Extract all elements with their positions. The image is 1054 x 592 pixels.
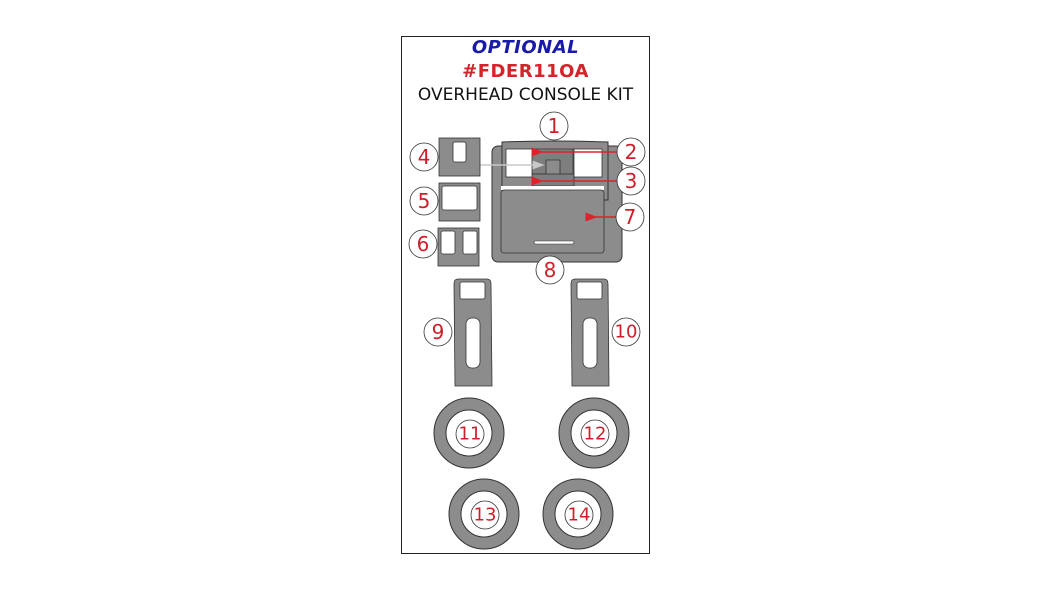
callout-circle-12 — [580, 419, 610, 449]
callout-label-11: 11 — [459, 424, 482, 445]
callout-circle-7 — [615, 202, 645, 232]
callout-circle-11 — [455, 419, 485, 449]
callout-circle-5 — [409, 186, 439, 216]
callout-label-13: 13 — [474, 505, 497, 526]
overhead-console — [491, 140, 623, 263]
callout-label-2: 2 — [625, 140, 638, 164]
kit-name: OVERHEAD CONSOLE KIT — [417, 85, 634, 105]
callout-circle-4 — [409, 142, 439, 172]
callout-label-1: 1 — [548, 114, 561, 138]
callout-circle-3 — [616, 166, 646, 196]
part-4-bezel — [438, 137, 481, 177]
part-6-bezel — [437, 227, 480, 267]
optional-label: OPTIONAL — [471, 37, 580, 58]
callout-label-3: 3 — [625, 169, 638, 193]
callout-circle-8 — [535, 255, 565, 285]
callout-label-10: 10 — [615, 322, 638, 343]
callout-label-6: 6 — [417, 232, 430, 256]
part-number: #FDER11OA — [462, 61, 589, 82]
callout-label-12: 12 — [584, 424, 607, 445]
callout-label-4: 4 — [418, 145, 431, 169]
part-9-door-pull — [453, 278, 493, 387]
callout-circle-6 — [408, 229, 438, 259]
callout-circle-10 — [611, 317, 641, 347]
callout-circle-2 — [616, 137, 646, 167]
callout-circle-13 — [470, 500, 500, 530]
callout-circle-1 — [539, 111, 569, 141]
callout-circle-14 — [564, 500, 594, 530]
callout-label-14: 14 — [568, 505, 591, 526]
callout-label-7: 7 — [624, 205, 637, 229]
callout-label-9: 9 — [432, 320, 445, 344]
callout-circle-9 — [423, 317, 453, 347]
part-10-door-pull — [570, 278, 610, 387]
callout-label-5: 5 — [418, 189, 431, 213]
part-5-bezel — [438, 182, 481, 222]
callout-label-8: 8 — [544, 258, 557, 282]
